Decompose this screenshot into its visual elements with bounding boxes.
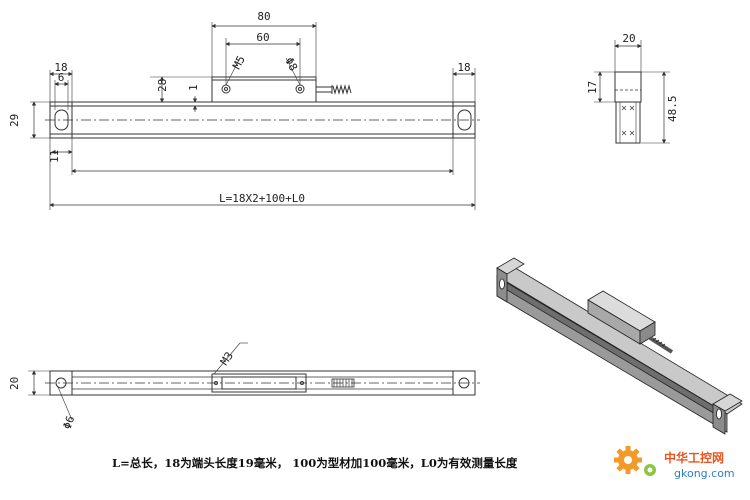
- front-view-labels: 80 60 M5 Φ8 1 18 6 28 18 29 11 L=18X2+10…: [8, 10, 471, 205]
- dim-48-5: 48.5: [666, 96, 679, 123]
- dim-1: 1: [187, 84, 200, 91]
- side-profile: [615, 101, 641, 144]
- side-view-labels: 20 17 48.5: [586, 32, 679, 122]
- dim-80: 80: [257, 10, 270, 23]
- dim-29: 29: [8, 114, 21, 127]
- dim-20-top: 20: [8, 377, 21, 390]
- mount-hole-right: [458, 377, 470, 389]
- mount-slot-right: [457, 109, 472, 131]
- gear-icon: [614, 446, 642, 474]
- top-view: [28, 342, 480, 421]
- dim-6: 6: [58, 71, 65, 84]
- isometric-view: [496, 257, 743, 435]
- gear-small-icon: [644, 464, 656, 476]
- reading-head: [211, 76, 317, 103]
- dim-phi6: Φ6: [61, 414, 78, 431]
- side-end-block: [614, 71, 642, 103]
- mount-hole-left: [55, 377, 67, 389]
- dim-phi8: Φ8: [282, 55, 300, 73]
- dim-28: 28: [156, 79, 169, 92]
- cable-spring: [332, 84, 352, 95]
- dim-m5: M5: [230, 54, 248, 72]
- dim-60: 60: [256, 31, 269, 44]
- drawing-caption: L=总长，18为端头长度19毫米， 100为型材加100毫米，L0为有效测量长度: [112, 456, 518, 470]
- dim-18-right: 18: [457, 61, 470, 74]
- reading-head-top: [211, 373, 307, 393]
- logo-url: gkong.com: [674, 467, 735, 480]
- dim-total-length: L=18X2+100+L0: [219, 192, 305, 205]
- gkong-logo: 中华工控网 gkong.com: [614, 446, 735, 480]
- dim-20-side: 20: [622, 32, 635, 45]
- dim-18-left: 18: [54, 61, 67, 74]
- logo-name: 中华工控网: [664, 450, 724, 465]
- dim-11: 11: [48, 150, 61, 163]
- side-view: [594, 40, 670, 144]
- dim-m3: M3: [218, 349, 236, 367]
- dim-17: 17: [586, 81, 599, 94]
- top-view-labels: M3 20 Φ6: [8, 349, 236, 431]
- front-view: [30, 22, 480, 210]
- mount-slot-left: [54, 109, 69, 131]
